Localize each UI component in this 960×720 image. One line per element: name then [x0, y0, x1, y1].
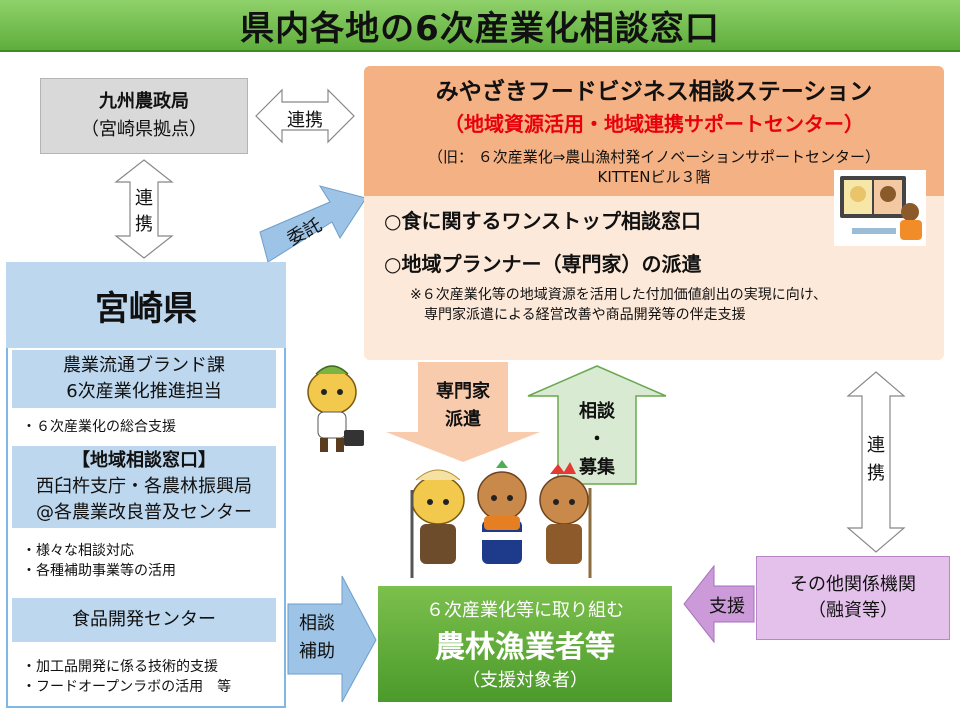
soudan-hojo-line1: 相談 [299, 613, 335, 634]
kyushu-agency-box: 九州農政局 （宮崎県拠点） [40, 78, 248, 154]
soudan-hojo-arrow [287, 575, 377, 703]
service-one-stop: ○食に関するワンストップ相談窓口 [384, 209, 702, 233]
renkei-left-arrow [114, 159, 174, 259]
renkei-left-char2: 携 [135, 214, 153, 235]
food-center-box: 食品開発センター [12, 598, 276, 642]
senmonka-arrow [386, 362, 540, 462]
renkei-left-label: 連 携 [130, 186, 158, 238]
kyushu-agency-name: 九州農政局 [99, 91, 189, 112]
prefecture-name: 宮崎県 [6, 262, 286, 348]
local-title: 【地域相談窓口】 [72, 450, 216, 471]
farmer-mascots-icon [410, 460, 592, 578]
shien-label: 支援 [709, 596, 745, 617]
renkei-top-label: 連携 [287, 110, 323, 131]
station-old-name: （旧： ６次産業化⇒農山漁村発イノベーションサポートセンター） [427, 148, 881, 166]
renkei-right-label: 連 携 [862, 432, 890, 488]
itaku-arrow [259, 185, 367, 263]
local-note2: ・各種補助事業等の活用 [22, 563, 176, 579]
station-address: KITTENビル３階 [597, 168, 711, 186]
local-consultation-box: 【地域相談窓口】 西臼杵支庁・各農林振興局 @各農業改良普及センター [12, 446, 276, 528]
dept-line2: 6次産業化推進担当 [66, 381, 222, 402]
food-note2: ・フードオープンラボの活用 等 [22, 679, 232, 695]
dept-note: ・６次産業化の総合支援 [22, 419, 176, 435]
other-name: その他関係機関 [790, 574, 916, 595]
local-line2: @各農業改良普及センター [36, 502, 252, 523]
local-line1: 西臼杵支庁・各農林振興局 [36, 476, 252, 497]
renkei-right-char2: 携 [867, 463, 885, 484]
farmers-box: ６次産業化等に取り組む 農林漁業者等 （支援対象者） [378, 586, 672, 702]
soudan-label: 相談 ・ 募集 [558, 398, 636, 482]
page-title: 県内各地の6次産業化相談窓口 [0, 0, 960, 52]
senmonka-label: 専門家 派遣 [418, 378, 508, 434]
service-planner: ○地域プランナー（専門家）の派遣 [384, 252, 702, 276]
renkei-left-char1: 連 [135, 188, 153, 209]
station-subtitle: （地域資源活用・地域連携サポートセンター） [444, 112, 864, 136]
renkei-top-arrow [255, 88, 355, 144]
dept-box: 農業流通ブランド課 6次産業化推進担当 [12, 350, 276, 408]
soudan-line1: 相談 [579, 401, 615, 422]
farmers-line3: （支援対象者） [462, 670, 588, 691]
online-consultation-illustration [834, 170, 926, 246]
soudan-hojo-label: 相談 補助 [292, 610, 342, 666]
local-note1: ・様々な相談対応 [22, 543, 134, 559]
station-note-line2: 専門家派遣による経営改善や商品開発等の伴走支援 [424, 307, 746, 323]
soudan-line2: ・ [588, 429, 606, 450]
soudan-arrow [527, 365, 667, 485]
kyushu-agency-sub: （宮崎県拠点） [81, 119, 207, 140]
mascot-character-icon [307, 365, 364, 452]
farmers-line1: ６次産業化等に取り組む [426, 600, 624, 621]
renkei-right-arrow [846, 371, 906, 553]
soudan-hojo-line2: 補助 [299, 641, 335, 662]
station-name: みやざきフードビジネス相談ステーション [435, 79, 873, 105]
senmonka-line1: 専門家 [436, 381, 490, 402]
farmers-line2: 農林漁業者等 [435, 630, 615, 665]
food-note1: ・加工品開発に係る技術的支援 [22, 659, 218, 675]
senmonka-line2: 派遣 [445, 409, 481, 430]
renkei-right-char1: 連 [867, 435, 885, 456]
station-note-line1: ※６次産業化等の地域資源を活用した付加価値創出の実現に向け、 [410, 287, 828, 303]
other-sub: （融資等） [808, 600, 898, 621]
other-organizations-box: その他関係機関 （融資等） [756, 556, 950, 640]
soudan-line3: 募集 [579, 457, 615, 478]
dept-line1: 農業流通ブランド課 [63, 355, 225, 376]
shien-arrow [683, 564, 755, 644]
